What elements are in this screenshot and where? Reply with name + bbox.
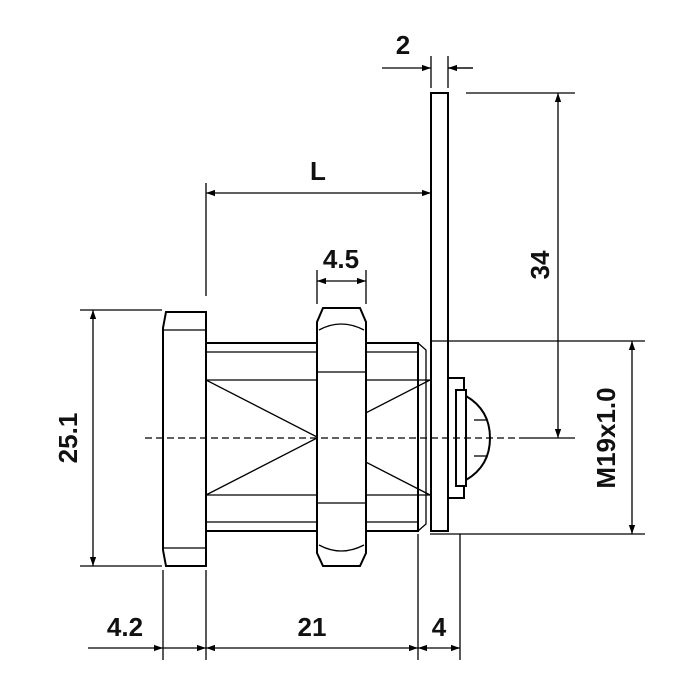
label-thread: M19x1.0 [591,387,621,488]
dimension-lines [88,64,636,652]
cam-plate [430,92,449,532]
hex-nut [316,307,367,567]
threaded-body [205,342,419,532]
label-cam-offset: 4 [432,612,447,642]
lock-head [162,311,207,567]
label-body-length: 21 [298,612,327,642]
dimension-labels: 2 L 4.5 34 M19x1.0 25.1 4.2 21 4 [53,30,621,642]
label-cam-length: 34 [525,250,555,279]
extension-lines [80,56,645,660]
label-cam-thickness: 2 [396,30,410,60]
lock-body [162,92,492,567]
label-length: L [310,156,326,186]
label-head-diameter: 25.1 [53,413,83,464]
label-nut-thickness: 4.5 [323,244,359,274]
label-head-thickness: 4.2 [107,612,143,642]
